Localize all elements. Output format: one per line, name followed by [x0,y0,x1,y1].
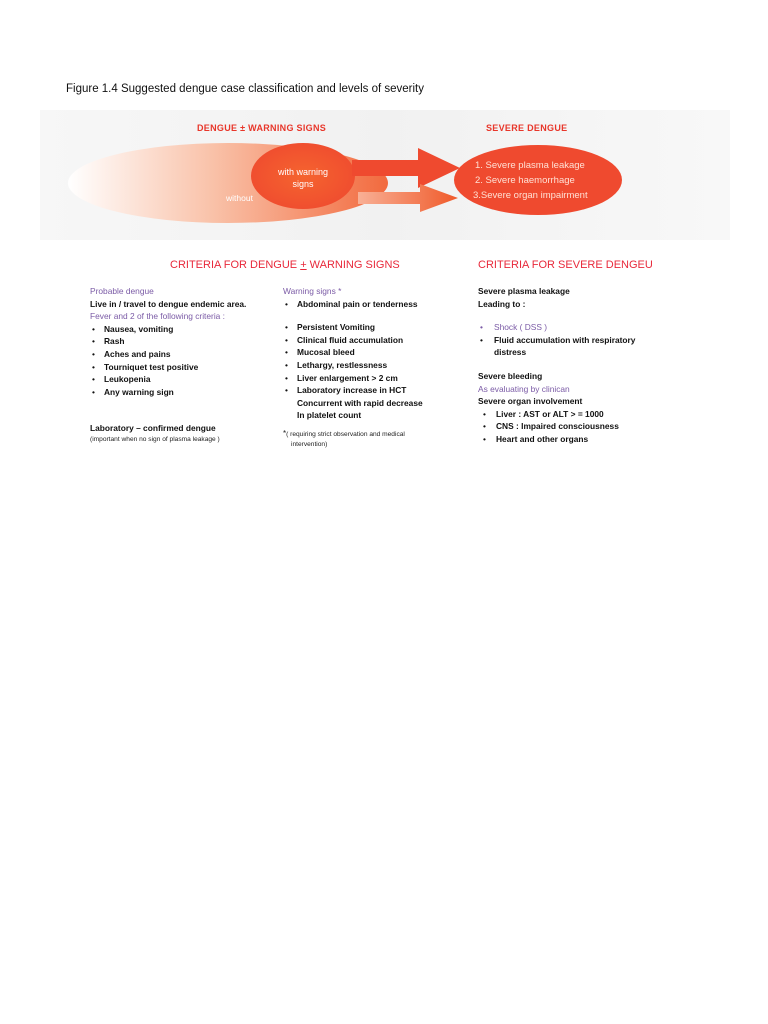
severe-item-3: 3.Severe organ impairment [473,190,588,201]
bullet-icon: • [483,433,486,444]
severe-criteria-column: Severe plasma leakage Leading to : •Shoc… [478,285,668,446]
leading-to-label: Leading to : [478,298,526,309]
hct-line-3: In platelet count [297,410,362,421]
list-item: •Liver enlargement > 2 cm [285,372,398,383]
lab-confirmed-note: (important when no sign of plasma leakag… [90,435,220,443]
severity-diagram: DENGUE ± WARNING SIGNS SEVERE DENGUE wit… [40,110,730,240]
right-header: SEVERE DENGUE [486,123,567,133]
list-item: •Fluid accumulation with respiratory [480,334,636,345]
bullet-icon: • [92,323,95,334]
upper-arrow [352,148,460,188]
severe-organ-label: Severe organ involvement [478,396,583,407]
severe-item-1: 1. Severe plasma leakage [475,160,585,171]
lab-confirmed-title: Laboratory – confirmed dengue [90,423,216,434]
list-item: •Leukopenia [92,374,151,385]
severe-ellipse [454,145,622,215]
warning-note: *( requiring strict observation and medi… [283,428,405,438]
bullet-icon: • [92,348,95,359]
list-item: •Abdominal pain or tenderness [285,298,418,309]
bullet-icon: • [92,361,95,372]
list-item: •Nausea, vomiting [92,323,174,334]
bullet-icon: • [483,408,486,419]
plus-sign: + [300,259,307,271]
left-header: DENGUE ± WARNING SIGNS [197,123,326,133]
list-item: •Lethargy, restlessness [285,359,388,370]
probable-dengue-column: Probable dengue Live in / travel to deng… [90,285,275,445]
bullet-icon: • [92,374,95,385]
warning-note-line2: intervention) [291,440,328,448]
list-item: •Liver : AST or ALT > = 1000 [483,408,604,419]
severe-plasma-label: Severe plasma leakage [478,286,570,296]
list-item: •Persistent Vomiting [285,322,376,333]
bullet-icon: • [285,385,288,396]
inner-ellipse [251,143,355,209]
list-item: •Mucosal bleed [285,347,355,358]
list-item: •Rash [92,336,125,347]
list-item: •Any warning sign [92,386,174,397]
criteria-dengue-heading: CRITERIA FOR DENGUE + WARNING SIGNS [170,259,400,271]
lower-arrow [358,184,458,212]
endemic-area-text: Live in / travel to dengue endemic area. [90,298,247,309]
list-item: •CNS : Impaired consciousness [483,421,619,432]
warning-signs-column: Warning signs * •Abdominal pain or tende… [283,285,463,450]
bullet-icon: • [285,298,288,309]
bullet-icon: • [285,347,288,358]
inner-label-line1: with warning [277,167,328,177]
evaluating-label: As evaluating by clinican [478,383,570,394]
fluid-line-2: distress [494,347,527,358]
list-item: •Shock ( DSS ) [480,322,548,333]
bullet-icon: • [285,322,288,333]
bullet-icon: • [285,372,288,383]
inner-label-line2: signs [292,179,314,189]
fever-criteria-text: Fever and 2 of the following criteria : [90,311,225,322]
severe-bleeding-label: Severe bleeding [478,370,543,381]
figure-title: Figure 1.4 Suggested dengue case classif… [66,83,424,95]
list-item: •Heart and other organs [483,433,589,444]
probable-dengue-label: Probable dengue [90,286,154,296]
bullet-icon: • [483,421,486,432]
bullet-icon: • [92,386,95,397]
note-star: * [283,428,287,438]
list-item: •Laboratory increase in HCT [285,385,407,396]
hct-line-2: Concurrent with rapid decrease [297,397,423,408]
list-item: •Aches and pains [92,348,171,359]
list-item: • Clinical fluid accumulation [285,334,404,345]
warning-signs-label: Warning signs * [283,286,342,296]
criteria-severe-heading: CRITERIA FOR SEVERE DENGEU [478,259,653,271]
list-item: •Tourniquet test positive [92,361,199,372]
bullet-icon: • [285,359,288,370]
bullet-icon: • [92,336,95,347]
outer-label: without [225,193,254,203]
bullet-icon: • [480,334,483,345]
severe-item-2: 2. Severe haemorrhage [475,175,575,186]
bullet-icon: • [480,322,483,333]
bullet-icon: • [285,334,288,345]
